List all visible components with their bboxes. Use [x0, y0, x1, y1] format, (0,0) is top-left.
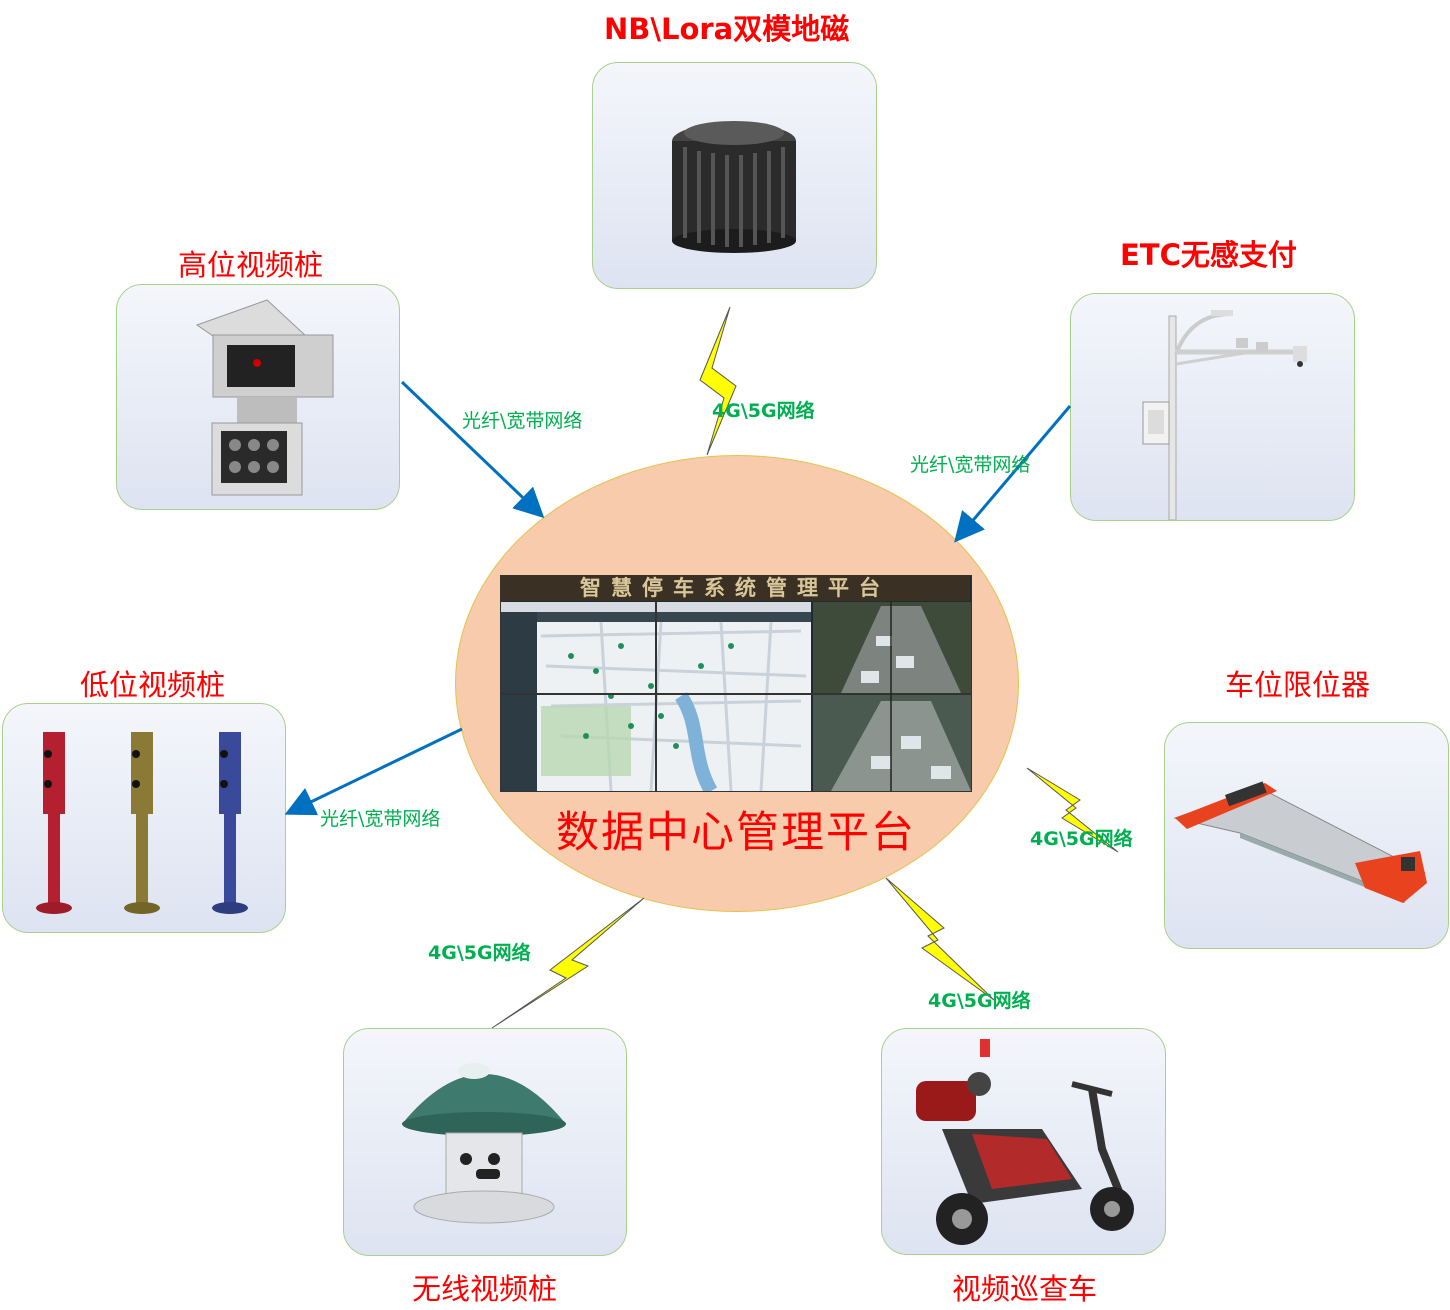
geomagnetic-title: NB\Lora双模地磁 — [604, 12, 850, 46]
wireless-pole-image — [402, 1063, 566, 1224]
high-pole-title: 高位视频桩 — [178, 248, 324, 282]
patrol-network-label: 4G\5G网络 — [928, 990, 1031, 1012]
low-pole-arrow — [284, 727, 463, 816]
wireless-pole-card — [343, 1028, 627, 1256]
etc-title: ETC无感支付 — [1120, 238, 1297, 272]
limiter-title: 车位限位器 — [1225, 668, 1371, 702]
high-pole-arrow — [400, 380, 545, 519]
wireless-pole-lightning — [491, 897, 645, 1029]
high-pole-camera-image — [195, 299, 334, 496]
etc-arrow — [954, 405, 1072, 543]
geomagnetic-lightning — [699, 306, 737, 456]
etc-pole-image — [1142, 310, 1307, 520]
low-pole-card — [2, 703, 286, 933]
platform-screen-image — [500, 575, 972, 795]
geomagnetic-network-label: 4G\5G网络 — [712, 400, 815, 422]
patrol-title: 视频巡查车 — [952, 1272, 1098, 1306]
low-pole-title: 低位视频桩 — [80, 668, 226, 702]
platform-label: 数据中心管理平台 — [556, 808, 916, 858]
limiter-card — [1164, 722, 1449, 949]
patrol-lightning — [885, 877, 995, 1001]
platform-screen-title: 智慧停车系统管理平台 — [500, 575, 970, 601]
limiter-lightning — [1026, 767, 1119, 853]
high-pole-card — [116, 284, 400, 510]
geomagnetic-card — [592, 62, 877, 289]
etc-card — [1070, 293, 1355, 521]
low-pole-network-label: 光纤\宽带网络 — [320, 808, 441, 830]
low-pole-cameras-image — [36, 732, 248, 914]
wireless-pole-network-label: 4G\5G网络 — [428, 942, 531, 964]
etc-network-label: 光纤\宽带网络 — [910, 454, 1031, 476]
geomagnetic-sensor-image — [672, 121, 796, 253]
wireless-pole-title: 无线视频桩 — [412, 1272, 558, 1306]
limiter-image — [1173, 781, 1427, 903]
patrol-vehicle-image — [916, 1039, 1134, 1245]
limiter-network-label: 4G\5G网络 — [1030, 828, 1133, 850]
high-pole-network-label: 光纤\宽带网络 — [462, 410, 583, 432]
patrol-card — [881, 1028, 1166, 1255]
